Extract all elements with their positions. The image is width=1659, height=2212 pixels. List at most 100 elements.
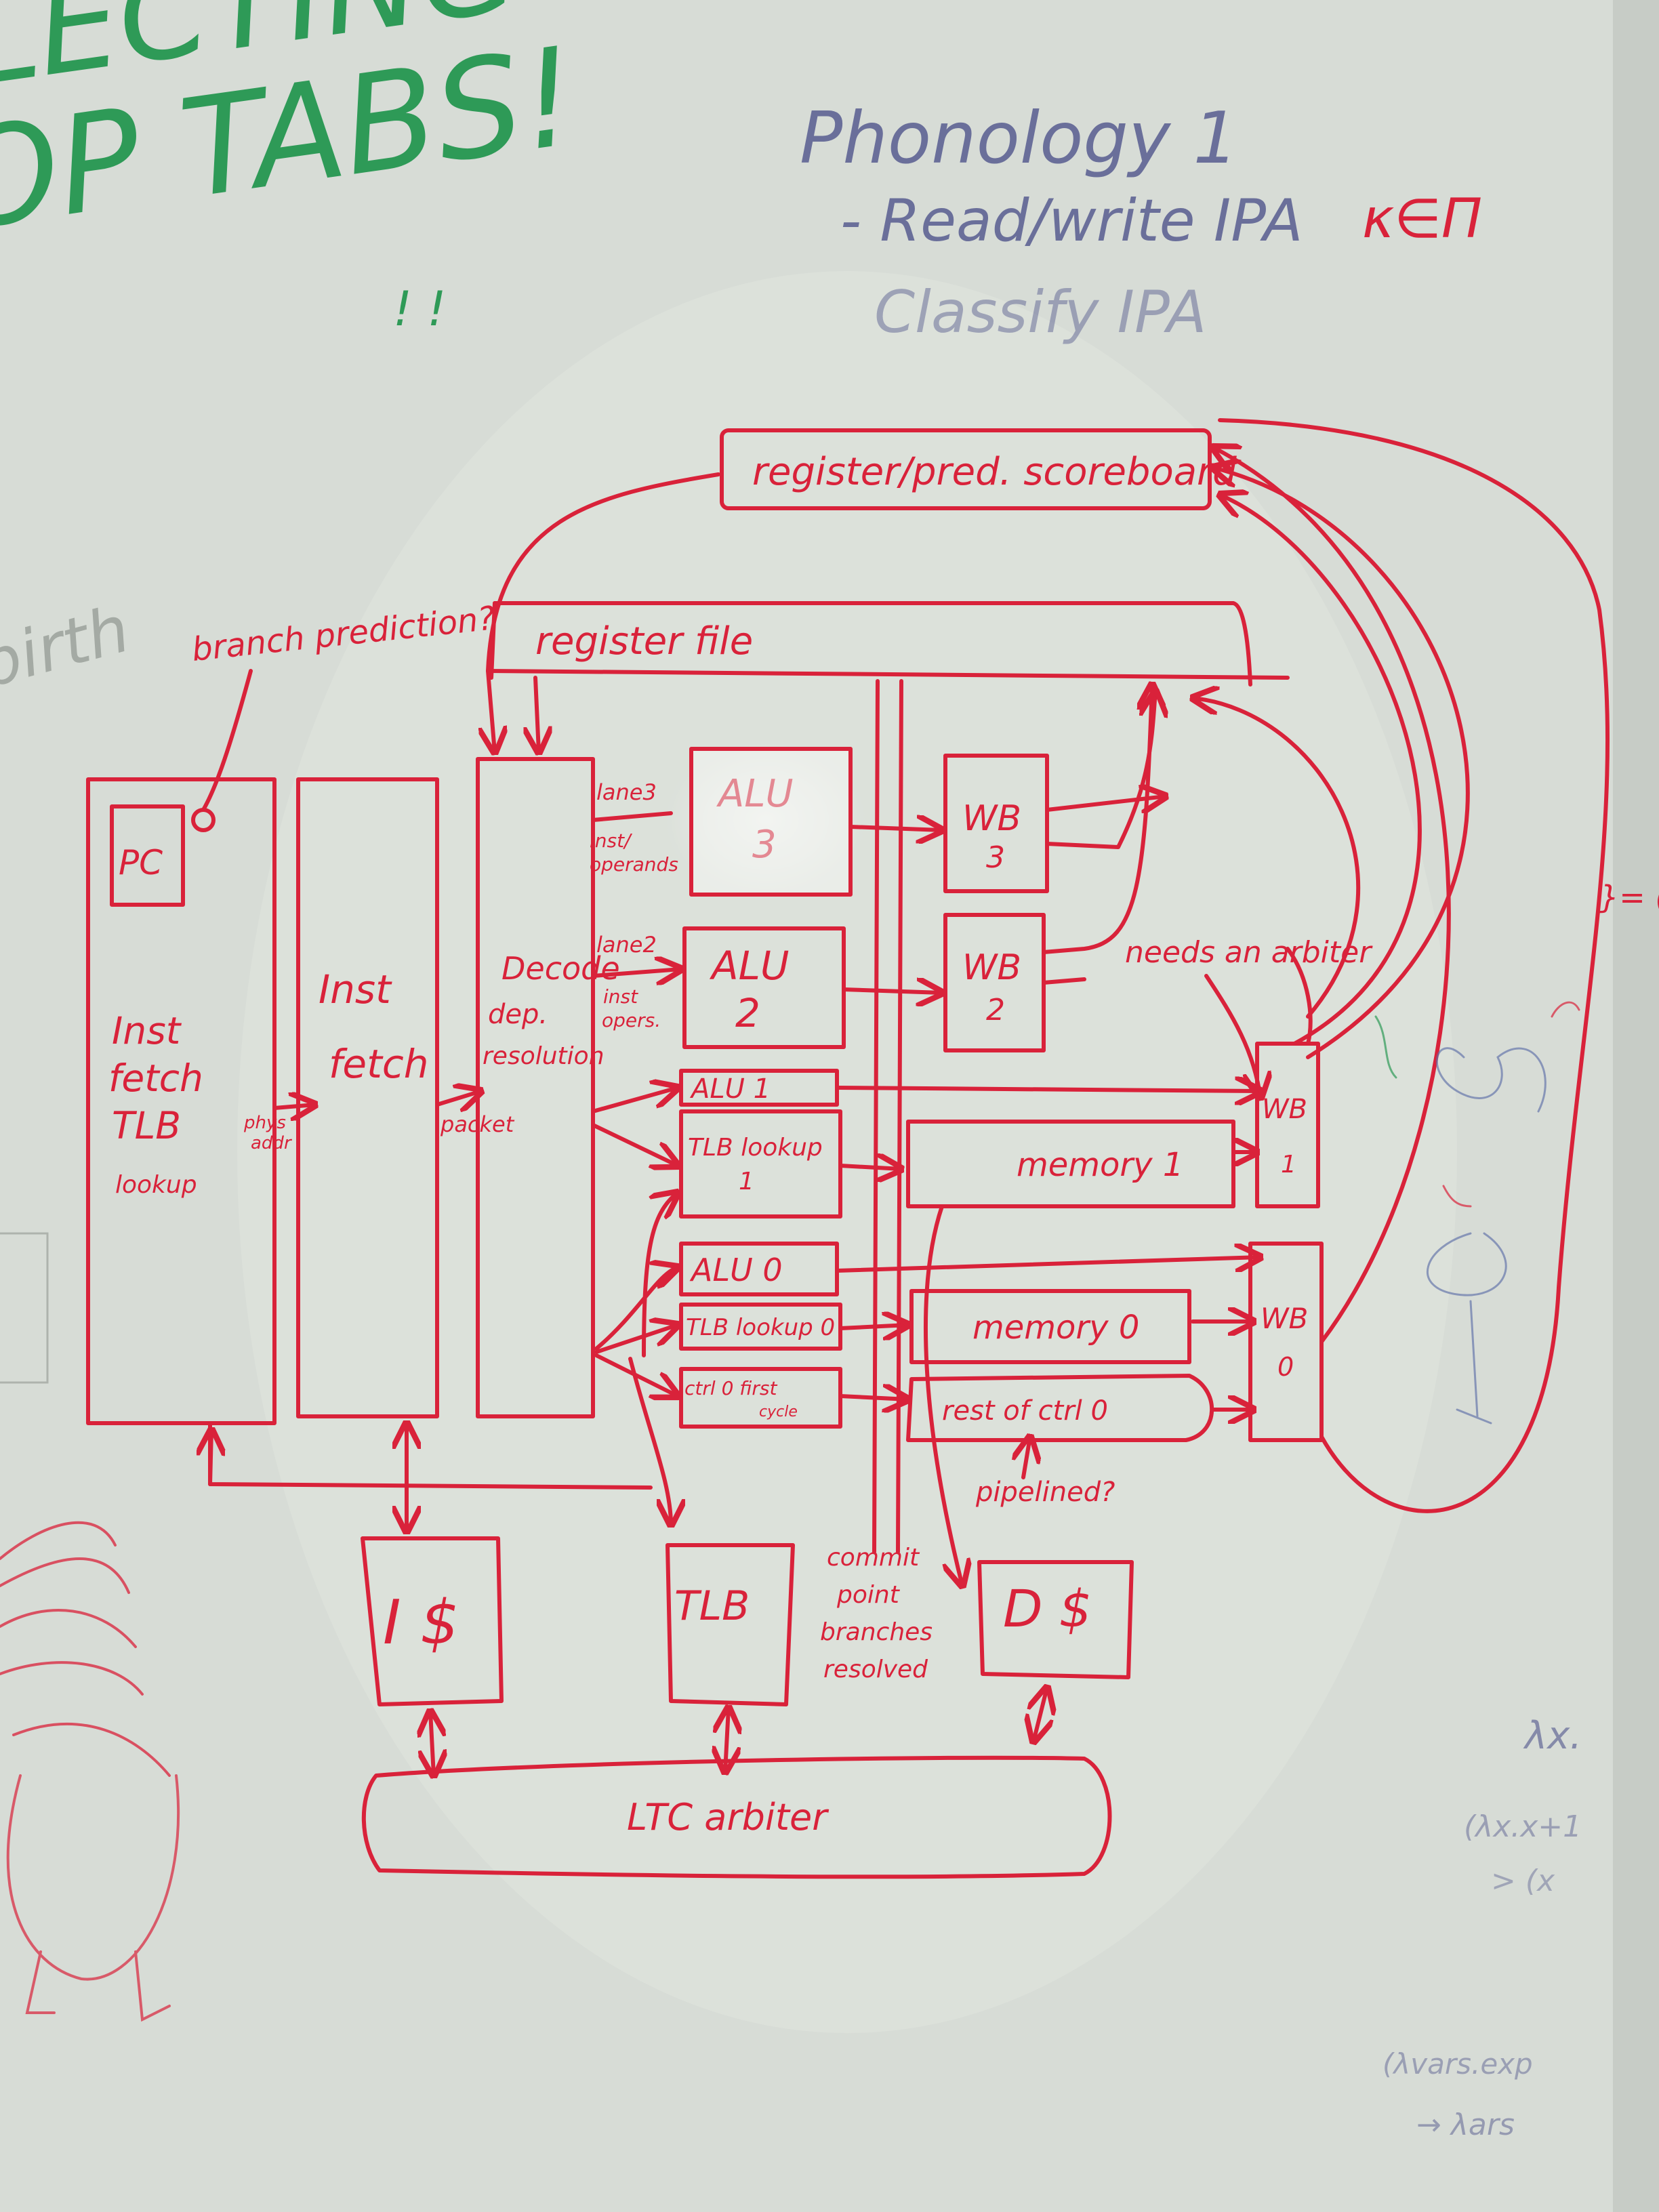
arbiter-right-line bbox=[1286, 947, 1313, 1046]
dcache-box bbox=[977, 1560, 1134, 1679]
register-file-outline bbox=[493, 601, 1252, 687]
top-notes: LECTING OP TABS! ! ! Phonology 1 - Read/… bbox=[0, 0, 1482, 703]
pc-box bbox=[110, 804, 185, 907]
loop-wb-scoreboard-2 bbox=[1213, 468, 1470, 1059]
lane2-label: lane2 bbox=[596, 932, 657, 958]
lane3-arrow bbox=[591, 811, 673, 822]
stage1-box bbox=[86, 777, 276, 1425]
tlb-box bbox=[665, 1543, 795, 1706]
lane2-arrow bbox=[591, 969, 681, 976]
stage3-label-1: dep. bbox=[488, 999, 548, 1030]
lambda-2: (λx.x+1 bbox=[1464, 1809, 1582, 1844]
alu2-to-wb2 bbox=[842, 989, 942, 993]
memory0-label: memory 0 bbox=[972, 1309, 1139, 1347]
wb2-out bbox=[1042, 684, 1152, 954]
wb3-label-1: 3 bbox=[986, 840, 1005, 875]
fan-tlb1 bbox=[591, 1123, 678, 1166]
lambda-1: λx. bbox=[1523, 1714, 1582, 1758]
alu2-label-0: ALU bbox=[709, 943, 789, 989]
faded-box bbox=[0, 1232, 49, 1384]
pc-label: PC bbox=[119, 843, 163, 882]
board-right-edge bbox=[1613, 0, 1659, 2212]
wb1-box bbox=[1255, 1042, 1320, 1208]
commit-label-3: resolved bbox=[823, 1656, 928, 1683]
lane2-sub-1: opers. bbox=[602, 1009, 661, 1031]
pipelined-arrow bbox=[1023, 1437, 1030, 1479]
alu0-label: ALU 0 bbox=[689, 1252, 783, 1288]
addr-label: addr bbox=[251, 1133, 293, 1153]
wb2-label-1: 2 bbox=[986, 993, 1005, 1027]
wb0-label-0: WB bbox=[1261, 1302, 1308, 1335]
stage2-to-stage3 bbox=[435, 1091, 481, 1105]
notes-line-1: - Read/write IPA bbox=[840, 187, 1303, 255]
green-marks: ! ! bbox=[393, 281, 446, 337]
register-file-label: register file bbox=[535, 619, 753, 663]
ctrl0-to-rest bbox=[838, 1396, 908, 1399]
stage1-label-2: TLB bbox=[112, 1104, 181, 1147]
fan-alu1 bbox=[591, 1088, 678, 1113]
icache-box bbox=[361, 1536, 504, 1706]
needs-arbiter-line bbox=[1204, 974, 1261, 1098]
regfile-top-line bbox=[486, 669, 1290, 680]
stage2-label-0: Inst bbox=[319, 966, 392, 1012]
ctrl0-label-0: ctrl 0 first bbox=[684, 1377, 777, 1399]
alu3-label-1: 3 bbox=[752, 823, 777, 867]
stage1-label-0: Inst bbox=[112, 1009, 182, 1052]
rest-ctrl0-box bbox=[906, 1374, 1214, 1442]
tlb1-to-mem1 bbox=[838, 1166, 901, 1169]
wb1-label-0: WB bbox=[1262, 1094, 1307, 1125]
wb2-label-0: WB bbox=[962, 947, 1021, 988]
stage3-label-2: resolution bbox=[483, 1042, 605, 1070]
commit-label-1: point bbox=[836, 1581, 901, 1609]
lane3-sub-0: inst/ bbox=[590, 830, 632, 852]
tlb0-to-mem0 bbox=[838, 1325, 908, 1328]
scribble-left bbox=[0, 1521, 171, 1777]
notes-line-2: Classify IPA bbox=[874, 279, 1206, 346]
lambda-3: > (x bbox=[1491, 1864, 1555, 1898]
wb0-label-1: 0 bbox=[1277, 1352, 1294, 1382]
stage1-label-3: lookup bbox=[115, 1171, 197, 1199]
wb1-label-1: 1 bbox=[1281, 1151, 1296, 1179]
icache-label: I $ bbox=[383, 1587, 459, 1658]
loop-regfile-return bbox=[1193, 698, 1361, 1019]
stage1-label-1: fetch bbox=[108, 1057, 203, 1100]
fan-up-tlb1 bbox=[642, 1193, 678, 1357]
doodle-left-figure bbox=[6, 1774, 180, 2022]
lane3-label: lane3 bbox=[596, 779, 657, 805]
loop-wb-scoreboard-3 bbox=[1213, 447, 1451, 1344]
wb0-box bbox=[1248, 1242, 1324, 1442]
right-edge-notes: λx. (λx.x+1 > (x (λvars.exp → λars }= ( bbox=[1382, 879, 1659, 2142]
stage1-up-arrow bbox=[210, 1430, 211, 1486]
fan-down-tlb bbox=[628, 1357, 671, 1525]
lane3-sub-1: operands bbox=[590, 853, 678, 876]
lane2-sub-0: inst bbox=[603, 985, 638, 1008]
wb2-out-2 bbox=[1042, 977, 1086, 985]
alu2-label-1: 2 bbox=[735, 990, 760, 1036]
lambda-4: (λvars.exp bbox=[1382, 2047, 1533, 2081]
packet-label: packet bbox=[440, 1111, 515, 1137]
tlb-label: TLB bbox=[674, 1582, 750, 1630]
alu1-label: ALU 1 bbox=[689, 1073, 771, 1105]
phys-label: phys bbox=[243, 1113, 286, 1133]
scoreboard-to-decode bbox=[488, 472, 720, 752]
fan-tlb0 bbox=[594, 1325, 678, 1354]
ltc-box bbox=[361, 1755, 1112, 1879]
stage3-label-0: Decode bbox=[501, 950, 620, 987]
eq-note: }= ( bbox=[1599, 879, 1659, 916]
doodle-red-small bbox=[1442, 1001, 1580, 1208]
stage2-label-1: fetch bbox=[329, 1041, 429, 1087]
fan-ctrl0 bbox=[594, 1353, 678, 1396]
doodles bbox=[0, 1001, 1580, 2022]
tlb1-label-1: 1 bbox=[739, 1168, 754, 1195]
needs-arbiter-label: needs an arbiter bbox=[1125, 935, 1373, 970]
loop-outer bbox=[1218, 418, 1610, 1513]
dcache-label: D $ bbox=[1003, 1578, 1092, 1639]
rest-ctrl0-label: rest of ctrl 0 bbox=[942, 1395, 1108, 1427]
ltc-label: LTC arbiter bbox=[627, 1796, 829, 1839]
memory0-box bbox=[909, 1289, 1191, 1364]
wb3-label-0: WB bbox=[962, 798, 1021, 839]
alu3-label-0: ALU bbox=[716, 772, 794, 816]
icache-to-ltc bbox=[430, 1711, 434, 1776]
stage1-to-stage2 bbox=[272, 1105, 315, 1108]
